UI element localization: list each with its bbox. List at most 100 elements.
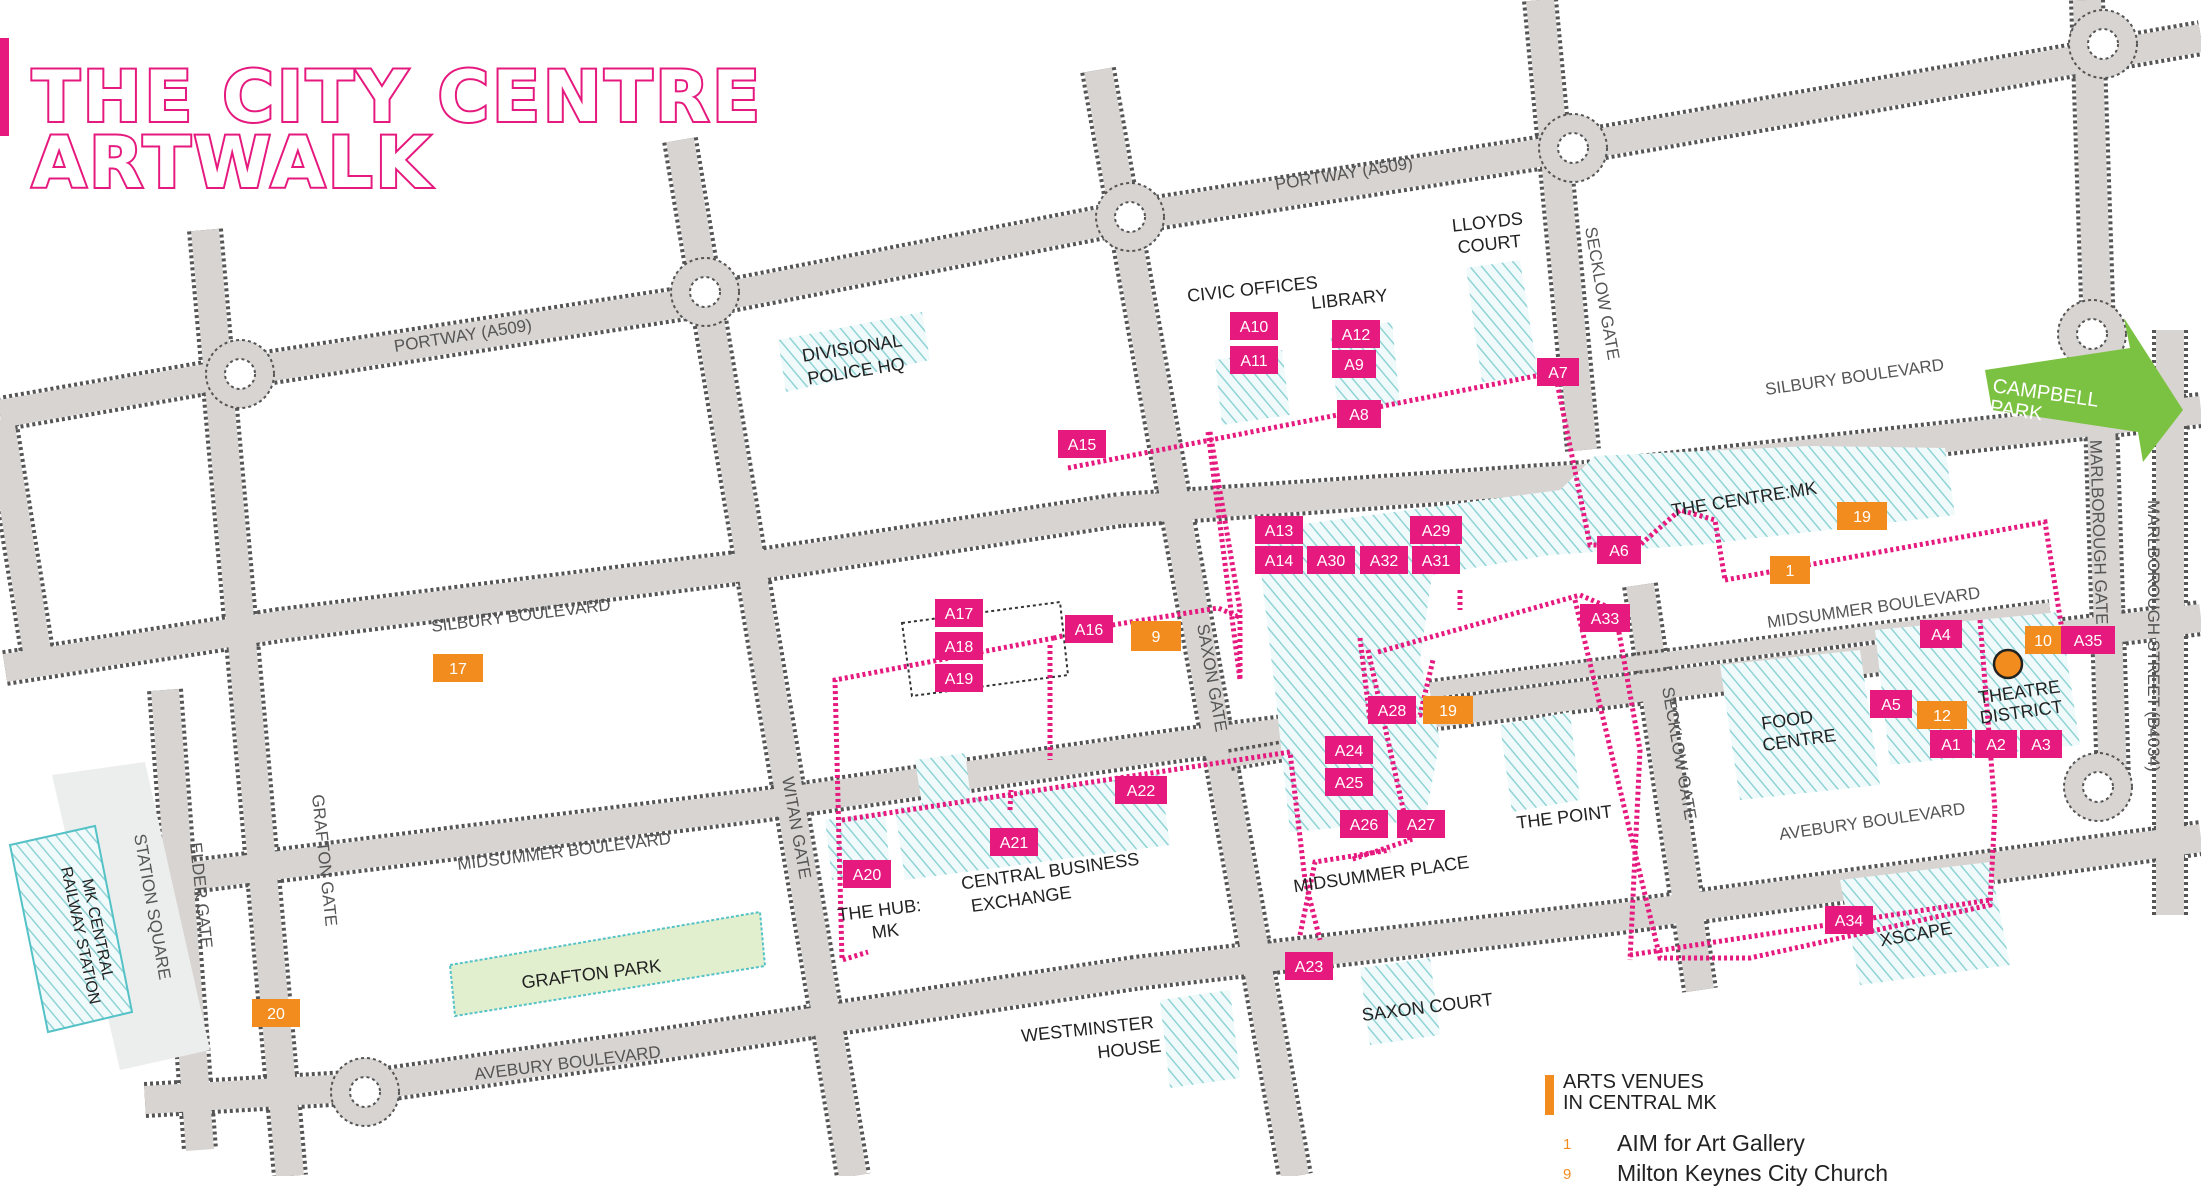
artwork-marker[interactable]: A18 [935, 632, 983, 660]
artwork-marker[interactable]: A3 [2020, 730, 2062, 758]
civic-block-outline [900, 600, 1070, 698]
artwork-marker[interactable]: A6 [1597, 536, 1641, 564]
artwork-label: A16 [1075, 622, 1104, 639]
artwork-marker[interactable]: A5 [1870, 690, 1912, 718]
venue-marker[interactable]: 10 [2025, 626, 2061, 654]
venue-label: 19 [1853, 509, 1871, 526]
artwork-label: A19 [945, 671, 974, 688]
title-accent-bar [0, 38, 9, 136]
legend-title-line-1: ARTS VENUES [1563, 1071, 1704, 1093]
artwork-label: A13 [1265, 523, 1294, 540]
artwork-label: A3 [2031, 737, 2051, 754]
artwork-label: A11 [1240, 353, 1267, 370]
artwork-marker[interactable]: A16 [1065, 615, 1113, 643]
artwork-label: A12 [1342, 327, 1371, 344]
venue-marker[interactable]: 9 [1131, 621, 1181, 651]
artwork-marker[interactable]: A32 [1360, 546, 1408, 574]
artwork-marker[interactable]: A2 [1975, 730, 2017, 758]
buildings [778, 260, 2080, 1088]
artwork-label: A5 [1881, 697, 1901, 714]
artwork-marker[interactable]: A33 [1580, 604, 1630, 632]
place-label-lloyds-2: COURT [1457, 231, 1522, 258]
artwork-marker[interactable]: A17 [935, 599, 983, 627]
campbell-park-arrow [1985, 318, 2183, 462]
venue-marker[interactable]: 17 [433, 654, 483, 682]
road-label-silbury-east: SILBURY BOULEVARD [1764, 355, 1945, 399]
artwork-marker[interactable]: A30 [1307, 546, 1355, 574]
artwork-label: A24 [1335, 743, 1364, 760]
artwork-label: A17 [945, 606, 974, 623]
artwork-marker[interactable]: A31 [1412, 546, 1460, 574]
artwork-marker[interactable]: A10 [1230, 312, 1278, 340]
venue-label: 1 [1786, 563, 1795, 580]
venue-marker[interactable]: 19 [1423, 696, 1473, 724]
artwork-label: A28 [1378, 703, 1407, 720]
artwork-marker[interactable]: A25 [1325, 768, 1373, 796]
artwork-label: A2 [1986, 737, 2006, 754]
artwork-marker[interactable]: A20 [843, 860, 891, 888]
venue-marker[interactable]: 19 [1837, 502, 1887, 530]
artwork-marker[interactable]: A9 [1332, 350, 1376, 378]
artwork-marker[interactable]: A27 [1397, 810, 1445, 838]
legend-item-name: Milton Keynes City Church [1617, 1160, 1888, 1186]
artwork-label: A7 [1548, 365, 1568, 382]
artwork-label: A33 [1591, 611, 1620, 628]
artwork-marker[interactable]: A11 [1230, 346, 1278, 374]
artwork-label: A34 [1835, 913, 1864, 930]
artwork-marker[interactable]: A1 [1930, 730, 1972, 758]
map-title-line-1: THE CITY CENTRE [30, 56, 763, 138]
artwork-label: A8 [1349, 407, 1369, 424]
artwork-label: A20 [853, 867, 882, 884]
artwork-marker[interactable]: A22 [1115, 776, 1167, 804]
venue-marker[interactable]: 20 [252, 999, 300, 1027]
artwork-marker[interactable]: A8 [1337, 400, 1381, 428]
artwork-markers: A1 A2 A3 A4 A5 A6 A7 A8 A9 A10 A11 A12 A… [843, 312, 2115, 980]
place-label-midsummer-place: MIDSUMMER PLACE [1292, 852, 1470, 896]
venue-marker[interactable]: 12 [1917, 701, 1967, 729]
artwork-label: A14 [1265, 553, 1294, 570]
artwork-marker[interactable]: A35 [2061, 626, 2115, 654]
artwork-marker[interactable]: A14 [1255, 546, 1303, 574]
venue-label: 20 [267, 1006, 285, 1023]
artwork-marker[interactable]: A24 [1325, 736, 1373, 764]
artwork-label: A25 [1335, 775, 1364, 792]
place-label-hub-1: THE HUB: [836, 895, 922, 925]
artwork-label: A31 [1422, 553, 1451, 570]
artwork-marker[interactable]: A12 [1332, 320, 1380, 348]
theatre-district-marker [1992, 648, 2024, 680]
road-label-marlborough-street: MARLBOROUGH STREET (B4034) [2144, 500, 2163, 772]
artwork-marker[interactable]: A13 [1255, 516, 1303, 544]
artwork-marker[interactable]: A29 [1410, 516, 1462, 544]
venue-marker[interactable]: 1 [1770, 556, 1810, 584]
artwork-label: A9 [1344, 357, 1364, 374]
station-square [8, 762, 210, 1070]
artwork-marker[interactable]: A23 [1285, 952, 1333, 980]
artwork-marker[interactable]: A21 [990, 828, 1038, 856]
legend-accent-bar [1545, 1075, 1554, 1115]
artwork-label: A21 [1000, 835, 1029, 852]
grafton-park [448, 910, 767, 1018]
artwork-marker[interactable]: A26 [1340, 810, 1388, 838]
artwork-marker[interactable]: A7 [1537, 358, 1579, 386]
artwork-label: A23 [1295, 959, 1324, 976]
artwork-label: A22 [1127, 783, 1156, 800]
legend-title-line-2: IN CENTRAL MK [1563, 1092, 1717, 1114]
artwork-label: A29 [1422, 523, 1451, 540]
artwork-marker[interactable]: A34 [1825, 906, 1873, 934]
artwork-label: A18 [945, 639, 974, 656]
artwork-label: A10 [1240, 319, 1269, 336]
place-label-hub-2: MK [871, 919, 900, 942]
legend-title: ARTS VENUES IN CENTRAL MK [1563, 1072, 1717, 1114]
artwork-label: A26 [1350, 817, 1379, 834]
map-title-line-2: ARTWALK [30, 122, 433, 204]
artwork-label: A15 [1068, 437, 1097, 454]
legend-item-number: 9 [1563, 1166, 1572, 1183]
venue-label: 19 [1439, 703, 1457, 720]
artwork-marker[interactable]: A19 [935, 664, 983, 692]
artwork-label: A4 [1931, 627, 1951, 644]
artwork-marker[interactable]: A28 [1368, 696, 1416, 724]
artwork-marker[interactable]: A4 [1920, 620, 1962, 648]
artwork-marker[interactable]: A15 [1058, 430, 1106, 458]
place-label-civic-offices: CIVIC OFFICES [1186, 272, 1318, 306]
